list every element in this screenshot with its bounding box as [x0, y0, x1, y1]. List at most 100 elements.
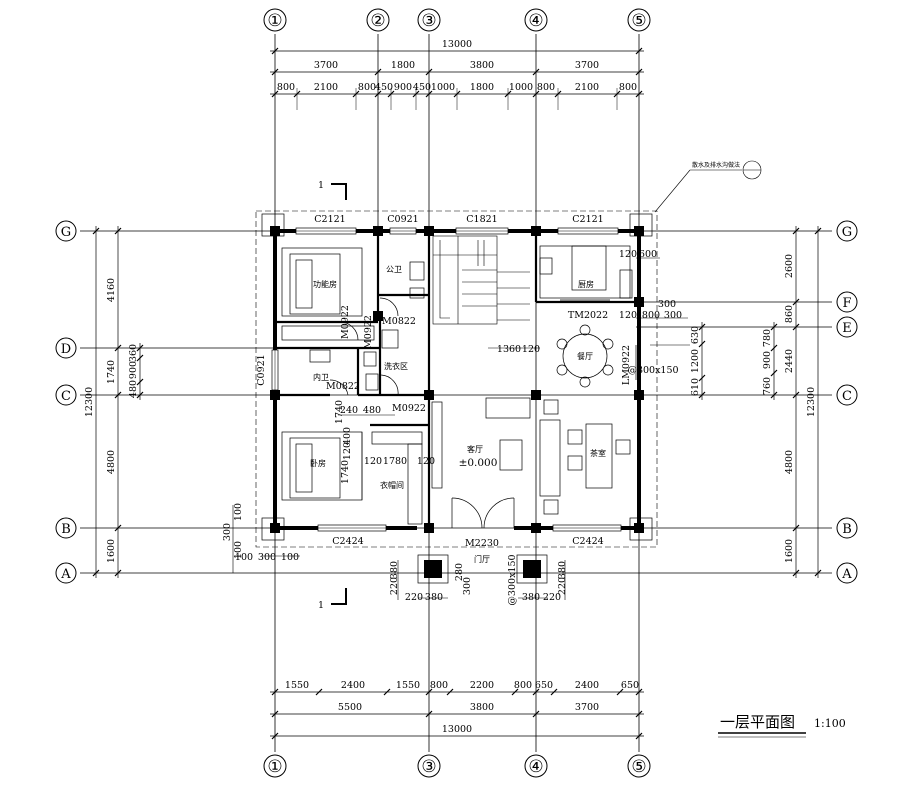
- door-tag-tm2022: TM2022: [568, 310, 608, 321]
- dim-top-r2-12: 800: [619, 82, 637, 93]
- dim-bottom-total: 13000: [442, 724, 472, 735]
- apron-outline: [255, 210, 658, 548]
- dim-left-3: 4800: [106, 450, 117, 474]
- dim-inner-600: 600: [639, 249, 657, 260]
- dim-inner-240: 240: [340, 405, 358, 416]
- dim-inner-1740b: 1740: [334, 400, 345, 424]
- title-underline: [718, 732, 806, 738]
- dim-inner-120b: 120: [619, 249, 637, 260]
- dim-inner-280: 280: [454, 563, 465, 581]
- dim-bottom-r1-3: 1550: [396, 680, 420, 691]
- dim-inner-120d: 120: [342, 442, 353, 460]
- window-glass-lines: [274, 230, 621, 529]
- axis-label-3-top: ③: [421, 11, 436, 31]
- axis-label-5-top: ⑤: [631, 11, 646, 31]
- dim-inner-800: 800: [642, 310, 660, 321]
- window-tag-c1821: C1821: [466, 214, 497, 225]
- dim-bottom-r1-1: 1550: [285, 680, 309, 691]
- room-tea: 茶室: [590, 448, 606, 458]
- axis-label-3-bottom: ③: [421, 757, 436, 777]
- axis-label-e-right: E: [842, 321, 852, 336]
- column-note-entry: @300x150: [507, 554, 518, 605]
- dim-right-total: 12300: [806, 387, 817, 417]
- room-dining: 餐厅: [577, 352, 593, 361]
- elevation-mark: ±0.000: [459, 457, 498, 469]
- dim-inner-380c: 380: [522, 592, 540, 603]
- axis-label-d-left: D: [61, 342, 71, 357]
- dim-inner-220a: 220: [389, 577, 400, 595]
- dim-left-total: 12300: [84, 387, 95, 417]
- door-tag-m0822-low: M0822: [326, 381, 360, 392]
- dim-left-r2-3: 480: [128, 380, 139, 398]
- window-tag-c2121-left: C2121: [314, 214, 345, 225]
- dim-bottom-r1-9: 650: [621, 680, 639, 691]
- dim-left-r2-2: 900: [128, 361, 139, 379]
- dim-right-r2-3: 610: [690, 378, 701, 396]
- door-tag-m0822-top: M0822: [382, 316, 416, 327]
- dim-bottom-r1-5: 2200: [470, 680, 494, 691]
- dim-top-r2-1: 800: [277, 82, 295, 93]
- dim-top-r2-10: 800: [537, 82, 555, 93]
- inner-dimension-lines: [232, 257, 690, 600]
- dim-bottom-r1-8: 2400: [575, 680, 599, 691]
- dim-inner-380a: 380: [389, 561, 400, 579]
- axis-label-g-left: G: [61, 225, 71, 240]
- dim-bottom-r2-1: 5500: [338, 702, 362, 713]
- dim-right-r3-3: 760: [762, 377, 773, 395]
- dim-top-r2-8: 1800: [470, 82, 494, 93]
- dim-inner-120a: 120: [522, 344, 540, 355]
- dim-left-r2-1: 360: [128, 344, 139, 362]
- dim-top-r2-4: 450: [375, 82, 393, 93]
- dim-top-r2-2: 2100: [314, 82, 338, 93]
- axis-label-1-bottom: ①: [267, 757, 282, 777]
- window-tag-c2424-right: C2424: [572, 536, 603, 547]
- dim-inner-120e: 120: [364, 456, 382, 467]
- dim-inner-120f: 120: [417, 456, 435, 467]
- section-mark-top: 1: [318, 180, 324, 191]
- dim-top-1: 3700: [314, 60, 338, 71]
- axis-label-c-right: C: [842, 389, 852, 404]
- dim-inner-100d: 100: [281, 552, 299, 563]
- dim-inner-380b: 380: [425, 592, 443, 603]
- dim-right-2: 860: [784, 305, 795, 323]
- room-foyer: 门厅: [474, 554, 490, 564]
- detail-callout: [654, 160, 762, 213]
- window-tag-c0921: C0921: [387, 214, 418, 225]
- drawing-scale: 1:100: [814, 717, 846, 730]
- dim-top-r2-5: 900: [394, 82, 412, 93]
- dim-inner-120c: 120: [619, 310, 637, 321]
- drawing-title: 一层平面图: [720, 713, 795, 731]
- dim-top-4: 3700: [575, 60, 599, 71]
- dim-top-r2-11: 2100: [575, 82, 599, 93]
- room-inner-bath: 内卫: [313, 372, 329, 382]
- door-tag-m0922-low: M0922: [392, 403, 426, 414]
- door-swings: [329, 297, 637, 529]
- furniture: [281, 245, 633, 525]
- dim-right-4: 4800: [784, 450, 795, 474]
- dim-right-5: 1600: [784, 539, 795, 563]
- dim-bottom-r1-4: 800: [430, 680, 448, 691]
- dim-top-2: 1800: [391, 60, 415, 71]
- room-function: 功能房: [313, 279, 337, 289]
- room-living: 客厅: [467, 444, 483, 454]
- axis-label-b-left: B: [61, 522, 71, 537]
- dim-inner-300e: 300: [462, 577, 473, 595]
- column-casing: [261, 213, 653, 584]
- dim-inner-380d: 380: [557, 561, 568, 579]
- dim-right-r3-1: 780: [762, 329, 773, 347]
- room-bedroom: 卧房: [310, 458, 326, 468]
- window-tag-c2424-left: C2424: [332, 536, 363, 547]
- dim-bottom-r1-2: 2400: [341, 680, 365, 691]
- dim-right-3: 2440: [784, 349, 795, 373]
- dim-inner-300d: 300: [258, 552, 276, 563]
- window-tag-c2121-right: C2121: [572, 214, 603, 225]
- section-mark-bottom: 1: [318, 600, 324, 611]
- section-marks: [331, 183, 347, 605]
- staircase: [432, 235, 530, 325]
- dim-inner-220c: 220: [543, 592, 561, 603]
- door-tag-lm0922: LM0922: [621, 345, 632, 385]
- dim-left-4: 1600: [106, 539, 117, 563]
- dim-bottom-r1-7: 650: [535, 680, 553, 691]
- dim-bottom-r2-3: 3700: [575, 702, 599, 713]
